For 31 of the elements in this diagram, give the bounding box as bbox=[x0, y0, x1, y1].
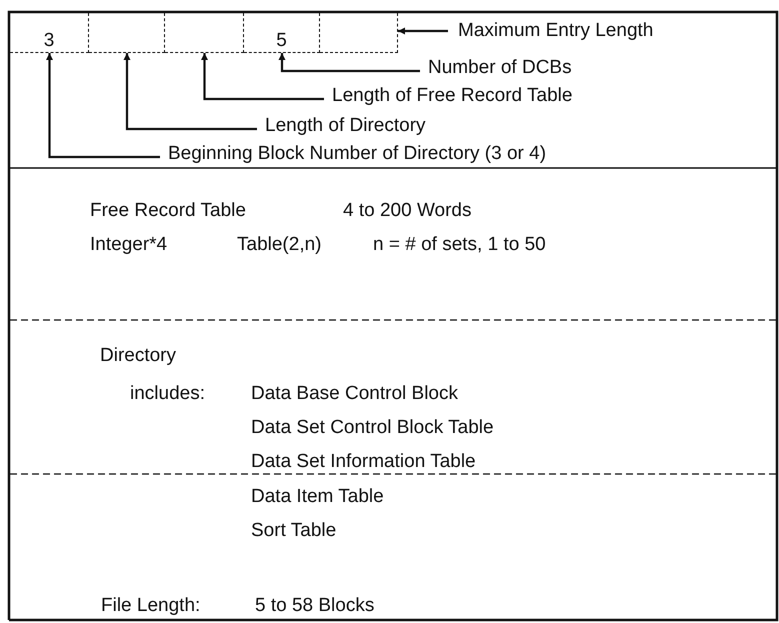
text-label: Data Item Table bbox=[251, 487, 384, 507]
callout-label: Length of Directory bbox=[265, 116, 426, 136]
text-label: Data Set Information Table bbox=[251, 452, 476, 472]
callout-label: Maximum Entry Length bbox=[458, 21, 654, 41]
text-label: Directory bbox=[100, 346, 176, 366]
callout-label: Beginning Block Number of Directory (3 or 4) bbox=[168, 144, 546, 164]
field-cell bbox=[10, 13, 89, 53]
text-label: 5 to 58 Blocks bbox=[255, 596, 374, 616]
cell-value: 5 bbox=[276, 31, 287, 51]
field-cell bbox=[320, 13, 398, 53]
leader-arrow bbox=[398, 28, 448, 34]
field-cell bbox=[165, 13, 244, 53]
field-cell bbox=[244, 13, 320, 53]
leader-arrow bbox=[46, 53, 160, 158]
leader-arrow bbox=[124, 53, 257, 130]
text-label: Integer*4 bbox=[90, 235, 168, 255]
callout-label: Number of DCBs bbox=[428, 58, 572, 78]
callout-label: Length of Free Record Table bbox=[332, 86, 572, 106]
text-label: Table(2,n) bbox=[237, 235, 322, 255]
text-label: File Length: bbox=[101, 596, 200, 616]
text-label: includes: bbox=[130, 384, 205, 404]
leader-arrow bbox=[278, 53, 420, 72]
cell-value: 3 bbox=[44, 31, 54, 51]
text-label: Free Record Table bbox=[90, 201, 246, 221]
text-label: Data Base Control Block bbox=[251, 384, 458, 404]
leader-arrow bbox=[201, 53, 324, 100]
text-label: n = # of sets, 1 to 50 bbox=[373, 235, 546, 255]
text-label: Sort Table bbox=[251, 521, 336, 541]
field-cell bbox=[89, 13, 165, 53]
text-label: Data Set Control Block Table bbox=[251, 418, 494, 438]
text-label: 4 to 200 Words bbox=[343, 201, 472, 221]
